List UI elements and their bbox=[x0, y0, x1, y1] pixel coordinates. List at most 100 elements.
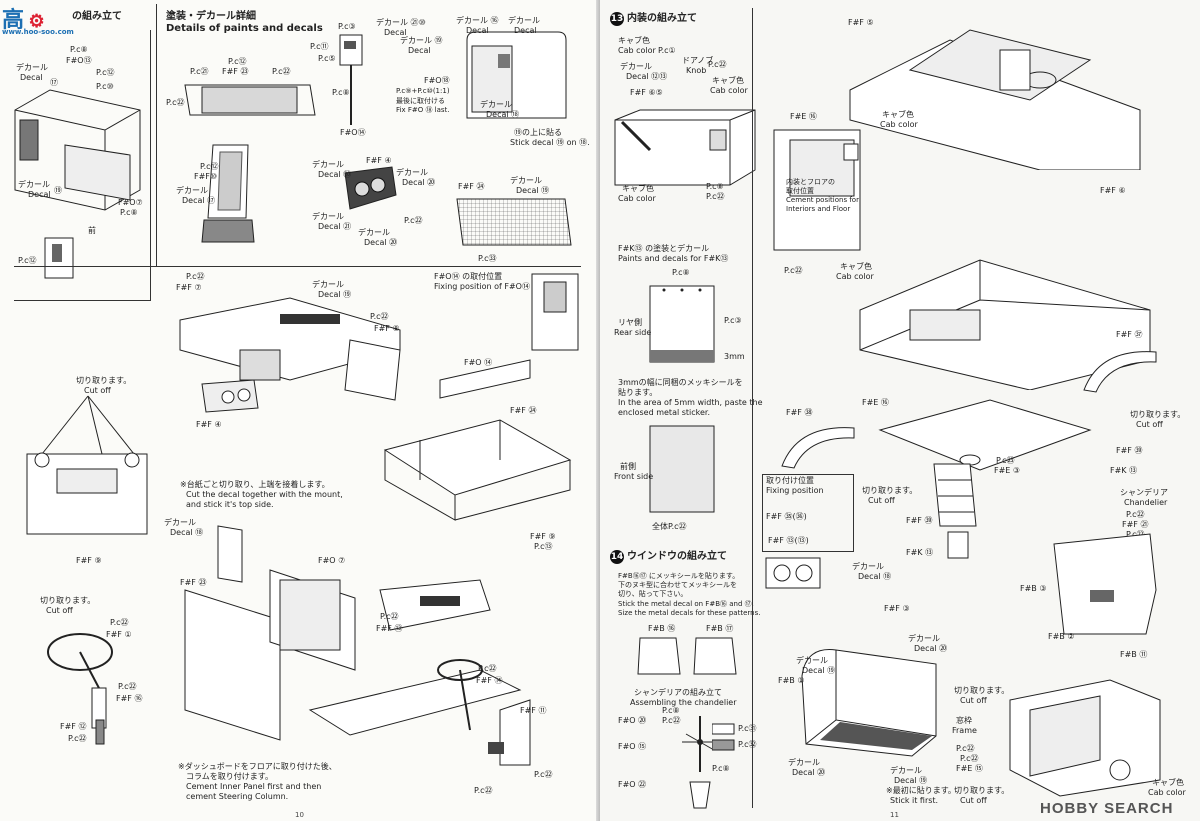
label: Cut off bbox=[960, 796, 987, 805]
label: P.c㉒ bbox=[534, 770, 553, 779]
note: 下のヌキ型に合わせてメッキシールを bbox=[618, 581, 737, 589]
label: Cut off bbox=[868, 496, 895, 505]
label: F#O ⑮ bbox=[618, 742, 647, 751]
label: P.c⑧ bbox=[70, 45, 88, 54]
label: F#F ㉓ bbox=[222, 67, 249, 76]
page-number-left: 10 bbox=[295, 811, 304, 819]
note: ※台紙ごと切り取り、上端を接着します。 bbox=[180, 480, 330, 489]
floor-frame-drawing bbox=[383, 359, 572, 521]
note: ※ダッシュボードをフロアに取り付けた後、 bbox=[178, 762, 337, 771]
wall-panel-drawing bbox=[184, 569, 531, 766]
label: デカール bbox=[16, 63, 48, 72]
label: 全体P.c㉒ bbox=[652, 522, 687, 531]
bench-panel-drawing bbox=[184, 84, 316, 116]
label: 窓枠 bbox=[956, 716, 972, 725]
label: Decal ⑰ bbox=[182, 196, 216, 205]
step-title-top: の組み立て bbox=[72, 11, 122, 22]
label: P.c⑧ bbox=[712, 764, 730, 773]
label: F#F ⑧ bbox=[374, 324, 400, 333]
label: P.c⑨+P.c⑩(1:1) bbox=[396, 87, 450, 95]
label: デカール bbox=[18, 180, 50, 189]
label: ⑰ bbox=[50, 78, 58, 87]
label: P.c㉒ bbox=[370, 312, 389, 321]
label: 取付位置 bbox=[786, 187, 814, 195]
label: デカール bbox=[312, 280, 344, 289]
label: 切り取ります。 bbox=[1130, 410, 1186, 419]
label: Decal ⑱ bbox=[170, 528, 204, 537]
window-patterns-drawing bbox=[637, 637, 737, 675]
label: F#F ㊴ bbox=[906, 516, 933, 525]
label: P.c㉜ bbox=[738, 740, 757, 749]
label: キャブ色 bbox=[840, 262, 872, 271]
label: Decal ㉑ bbox=[318, 222, 352, 231]
label: P.c㉛ bbox=[738, 724, 757, 733]
label: 切り取ります。 bbox=[954, 786, 1010, 795]
logo-text: HOBBY SEARCH bbox=[1040, 800, 1174, 817]
label: F#K ⑬ bbox=[906, 548, 934, 557]
label: P.c㉒ bbox=[110, 618, 129, 627]
label: デカール bbox=[312, 160, 344, 169]
label: リヤ側 bbox=[618, 318, 642, 327]
small-gauge-drawing bbox=[201, 380, 259, 413]
note: Cut the decal together with the mount, bbox=[186, 490, 343, 499]
label: P.c㉒ bbox=[404, 216, 423, 225]
label: F#O⑦ bbox=[118, 198, 143, 207]
label: Cab color bbox=[836, 272, 874, 281]
label: Decal ⑳ bbox=[318, 170, 352, 179]
cabinet-drawing bbox=[466, 31, 567, 119]
label: デカール bbox=[508, 16, 540, 25]
label: デカール bbox=[312, 212, 344, 221]
label: Decal bbox=[20, 73, 43, 82]
note: In the area of 5mm width, paste the bbox=[618, 398, 763, 407]
label: P.c③ bbox=[338, 22, 356, 31]
label: F#F⑩ bbox=[194, 172, 218, 181]
label: F#O ⑳ bbox=[618, 716, 647, 725]
note: 3mmの幅に同梱のメッキシールを bbox=[618, 378, 743, 387]
label: デカール bbox=[796, 656, 828, 665]
label: P.c㉒ bbox=[784, 266, 803, 275]
label: F#B ⑰ bbox=[706, 624, 734, 633]
decal-sheet-drawing bbox=[217, 525, 243, 583]
label: F#F ㉔ bbox=[458, 182, 485, 191]
label: F#F ⑥⑤ bbox=[630, 88, 663, 97]
label: P.c⑩ bbox=[96, 82, 114, 91]
label: P.c① bbox=[658, 46, 676, 55]
fender-right-drawing bbox=[1083, 351, 1157, 393]
label: Decal ⑲ bbox=[516, 186, 550, 195]
label: F#B ② bbox=[1048, 632, 1075, 641]
watermark-logo: 高 ⚙ bbox=[2, 7, 45, 32]
label: 切り取ります。 bbox=[40, 596, 96, 605]
label: F#F ⑯ bbox=[116, 694, 143, 703]
step14-title: ウインドウの組み立て bbox=[627, 551, 727, 562]
label: F#F ④ bbox=[196, 420, 222, 429]
label: P.c㉒ bbox=[118, 682, 137, 691]
label: Decal bbox=[384, 28, 407, 37]
label: Decal bbox=[28, 190, 51, 199]
note: Cement Inner Panel first and then bbox=[186, 782, 322, 791]
label: P.c㉒ bbox=[68, 734, 87, 743]
label: F#E ⑯ bbox=[790, 112, 817, 121]
label: Decal ⑳ bbox=[364, 238, 398, 247]
label: P.c⑧ bbox=[706, 182, 724, 191]
label: デカール bbox=[788, 758, 820, 767]
paints-title-jp: 塗装・デカール詳細 bbox=[166, 11, 256, 22]
label: F#O ⑦ bbox=[318, 556, 346, 565]
note: コラムを取り付けます。 bbox=[186, 772, 273, 781]
label: F#O⑱ bbox=[424, 76, 450, 85]
label: デカール bbox=[620, 62, 652, 71]
step-ramp-drawing bbox=[933, 463, 977, 527]
label: P.c㉒ bbox=[186, 272, 205, 281]
label: Decal ⑱ bbox=[486, 110, 520, 119]
label: P.c⑧ bbox=[672, 268, 690, 277]
label: P.c㉒ bbox=[708, 60, 727, 69]
label: P.c⑧ bbox=[332, 88, 350, 97]
panel-dashboard bbox=[156, 266, 580, 268]
label: Cab color bbox=[710, 86, 748, 95]
mud-flap-small bbox=[947, 531, 969, 559]
label: P.c㉒ bbox=[478, 664, 497, 673]
label: 切り取ります。 bbox=[76, 376, 132, 385]
steering-wheel-drawing bbox=[47, 633, 113, 745]
label: シャンデリア bbox=[1120, 488, 1168, 497]
label: Cement positions for bbox=[786, 196, 859, 204]
